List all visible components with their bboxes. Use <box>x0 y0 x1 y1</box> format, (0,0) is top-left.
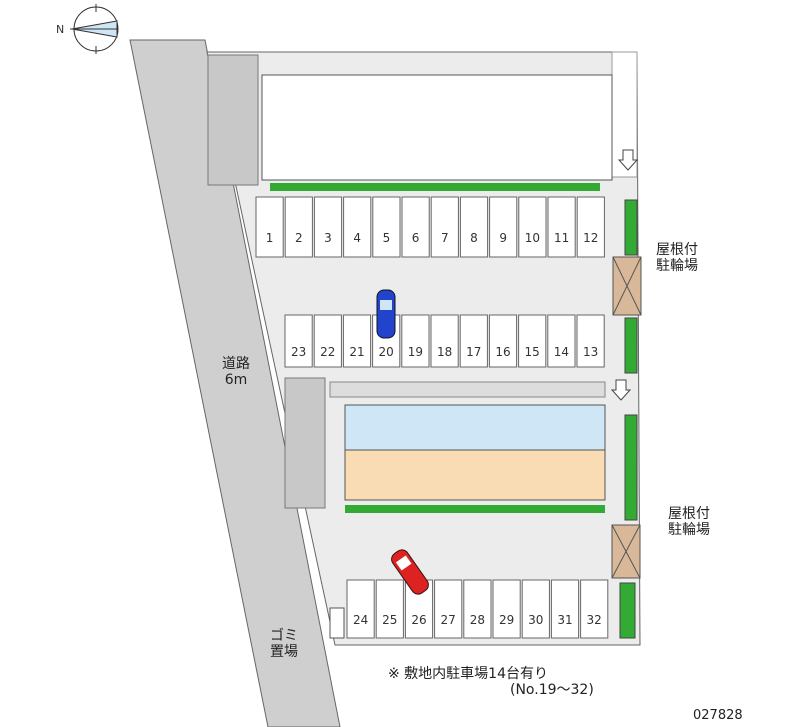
parking-space <box>576 196 605 258</box>
car-icon <box>376 289 396 339</box>
svg-text:N: N <box>56 23 64 36</box>
garbage-label: ゴミ 置場 <box>270 628 298 660</box>
road-width: 6m <box>224 372 248 388</box>
parking-space-number: 14 <box>554 345 569 359</box>
parking-space-number: 9 <box>499 231 507 245</box>
label-line: 屋根付 <box>656 242 698 258</box>
bike-shelter-label-2: 屋根付 駐輪場 <box>668 506 710 538</box>
parking-space <box>576 314 605 368</box>
parking-space-number: 11 <box>554 231 569 245</box>
parking-space <box>547 314 576 368</box>
parking-space <box>547 196 576 258</box>
entrance-arrow-icon <box>610 149 639 401</box>
parking-space <box>284 196 313 258</box>
parking-space <box>430 196 459 258</box>
property-code: 027828 <box>693 708 743 723</box>
parking-space-number: 31 <box>557 613 572 627</box>
parking-space-number: 7 <box>441 231 449 245</box>
parking-space <box>372 196 401 258</box>
garbage-area <box>329 607 345 639</box>
parking-space-number: 26 <box>411 613 426 627</box>
parking-space-number: 29 <box>499 613 514 627</box>
note-line1: ※ 敷地内駐車場14台有り <box>388 666 548 682</box>
parking-space-number: 2 <box>295 231 303 245</box>
parking-space <box>313 196 343 258</box>
building-middle-lower <box>344 449 606 501</box>
parking-space-number: 4 <box>353 231 361 245</box>
parking-space-number: 23 <box>291 345 306 359</box>
parking-space-number: 16 <box>495 345 510 359</box>
parking-space-number: 15 <box>525 345 540 359</box>
parking-space <box>521 579 550 639</box>
road <box>129 39 341 727</box>
parking-space <box>550 579 580 639</box>
label-line: 置場 <box>270 644 298 660</box>
parking-space <box>463 579 492 639</box>
parking-space <box>488 314 518 368</box>
parking-space <box>255 196 284 258</box>
note-line2: (No.19〜32) <box>510 682 594 698</box>
parking-space <box>430 314 459 368</box>
parking-space-number: 17 <box>466 345 481 359</box>
parking-space-number: 28 <box>470 613 485 627</box>
road-name: 道路 <box>222 356 250 372</box>
bike-shelter-2 <box>611 524 641 579</box>
parking-space <box>342 314 372 368</box>
parking-space-number: 1 <box>266 231 274 245</box>
parking-space <box>401 196 430 258</box>
parking-space-number: 22 <box>320 345 335 359</box>
parking-space <box>375 579 404 639</box>
parking-space-number: 6 <box>412 231 420 245</box>
label-line: 駐輪場 <box>656 258 698 274</box>
label-line: 屋根付 <box>668 506 710 522</box>
parking-space-number: 25 <box>382 613 397 627</box>
bike-shelter-label-1: 屋根付 駐輪場 <box>656 242 698 274</box>
parking-space <box>346 579 375 639</box>
parking-note: ※ 敷地内駐車場14台有り (No.19〜32) <box>388 666 594 698</box>
parking-space <box>284 314 313 368</box>
parking-space-number: 3 <box>324 231 332 245</box>
road-label: 道路 6m <box>222 356 250 388</box>
label-line: 駐輪場 <box>668 522 710 538</box>
parking-space <box>518 314 547 368</box>
parking-space <box>434 579 463 639</box>
parking-space-number: 8 <box>470 231 478 245</box>
parking-space-number: 18 <box>437 345 452 359</box>
compass-north-icon: N <box>56 4 119 54</box>
parking-space-number: 19 <box>408 345 423 359</box>
building-top <box>261 74 613 181</box>
parking-space-number: 20 <box>379 345 394 359</box>
parking-space-number: 24 <box>353 613 368 627</box>
building-middle-upper <box>344 404 606 451</box>
parking-space-number: 32 <box>587 613 602 627</box>
parking-space-number: 13 <box>583 345 598 359</box>
parking-space <box>401 314 430 368</box>
parking-space <box>492 579 521 639</box>
parking-space-number: 12 <box>583 231 598 245</box>
parking-space-number: 27 <box>441 613 456 627</box>
parking-space <box>518 196 547 258</box>
label-line: ゴミ <box>270 628 298 644</box>
parking-space <box>489 196 518 258</box>
parking-space-number: 5 <box>383 231 391 245</box>
parking-space <box>343 196 372 258</box>
car-icon <box>391 549 429 595</box>
parking-space <box>459 196 489 258</box>
parking-space <box>313 314 342 368</box>
parking-space-number: 30 <box>528 613 543 627</box>
bike-shelter-1 <box>612 256 642 316</box>
parking-space-number: 10 <box>525 231 540 245</box>
parking-space <box>459 314 488 368</box>
parking-space <box>580 579 609 639</box>
parking-space <box>404 579 434 639</box>
parking-space-number: 21 <box>349 345 364 359</box>
